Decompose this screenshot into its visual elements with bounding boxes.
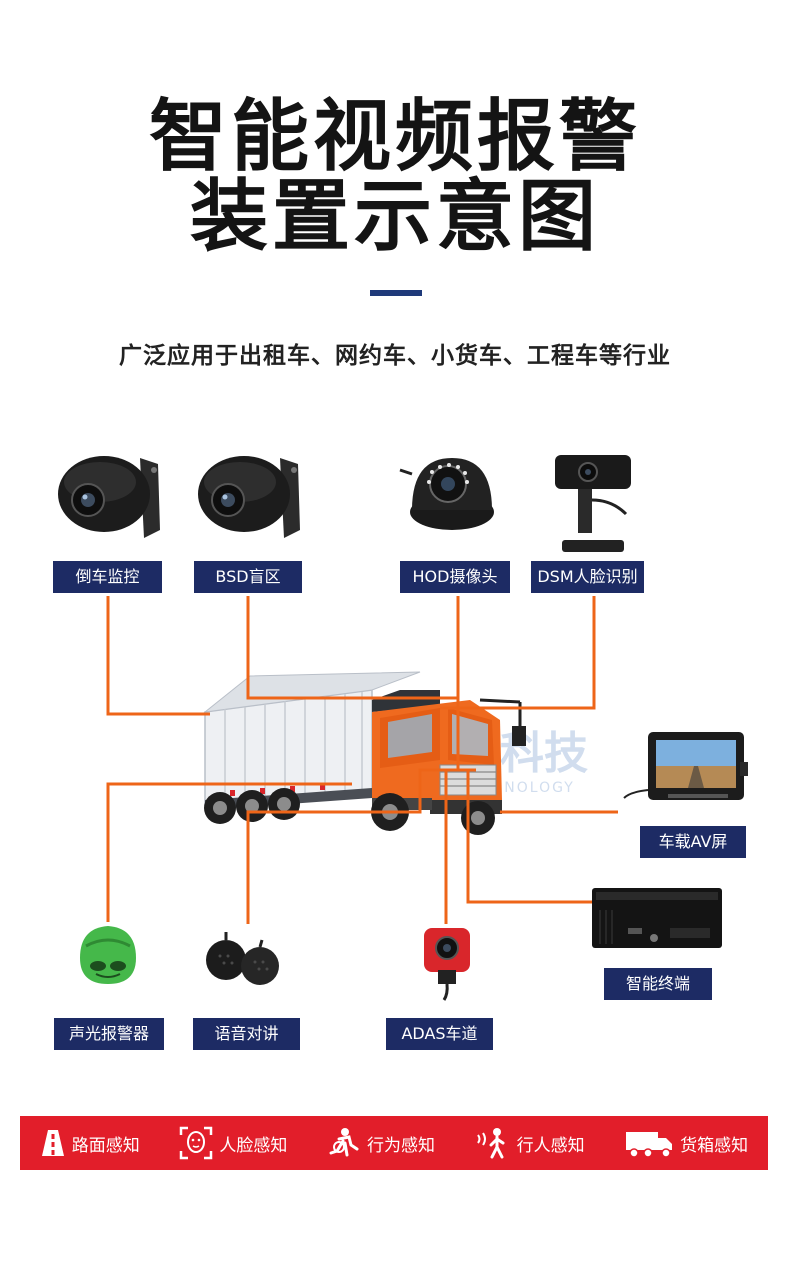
label-dsm: DSM人脸识别 [531,561,644,593]
bsd-camera-image [198,456,300,538]
label-hod: HOD摄像头 [400,561,510,593]
subtitle: 广泛应用于出租车、网约车、小货车、工程车等行业 [119,343,671,369]
cargo-truck-icon [626,1132,673,1158]
label-smart-terminal: 智能终端 [604,968,712,1000]
feature-label: 路面感知 [71,1135,140,1156]
feature-label: 人脸感知 [219,1135,288,1156]
smart-terminal-image [592,888,722,948]
feature-label: 行人感知 [516,1135,585,1156]
label-alarm: 声光报警器 [54,1018,164,1050]
page-title-line2: 装置示意图 [189,172,600,262]
diagram-canvas: 科技 CHNOLOGY [58,455,748,1001]
reverse-camera-image [58,456,160,538]
title-underline [370,290,422,296]
alarm-image [80,926,136,984]
dsm-camera-image [555,455,631,552]
connector-lines [106,596,618,924]
behavior-icon [329,1128,359,1157]
watermark-subtext: CHNOLOGY [480,780,575,796]
feature-face: 人脸感知 [179,1126,287,1160]
feature-road: 路面感知 [40,1128,140,1158]
feature-strip: 路面感知 人脸感知 行为感知 行人感知 [20,1116,768,1170]
feature-behavior: 行为感知 [327,1127,435,1159]
label-intercom: 语音对讲 [193,1018,300,1050]
av-screen-image [623,732,748,800]
label-reverse-monitor: 倒车监控 [53,561,162,593]
face-scan-icon [180,1126,213,1160]
feature-label: 行为感知 [366,1135,435,1156]
label-av-screen: 车载AV屏 [640,826,746,858]
intercom-image [206,932,279,985]
road-icon [41,1130,64,1156]
label-adas: ADAS车道 [386,1018,493,1050]
feature-label: 货箱感知 [680,1135,749,1156]
pedestrian-icon [476,1128,505,1159]
label-bsd: BSD盲区 [194,561,302,593]
hod-camera-image [399,458,494,530]
feature-cargo: 货箱感知 [624,1128,748,1158]
feature-pedestrian: 行人感知 [475,1127,585,1159]
page-title: 智能视频报警 [148,92,641,182]
adas-camera-image [424,928,470,1001]
